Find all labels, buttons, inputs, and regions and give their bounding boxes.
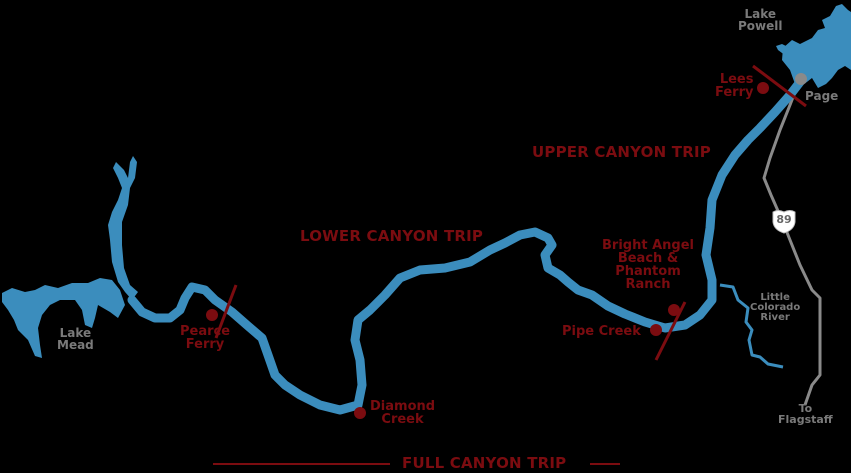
upper-canyon-trip-label: UPPER CANYON TRIP [532,143,711,161]
lake-mead-basin [2,278,125,358]
lake-powell-label: Lake Powell [738,7,783,33]
diamond-creek-marker[interactable] [354,407,366,419]
lees-ferry-marker[interactable] [757,82,769,94]
lake-mead [108,156,138,300]
highway-89-road [762,78,822,406]
pearce-ferry-marker[interactable] [206,309,218,321]
bright-angel-label: Bright Angel Beach & Phantom Ranch [602,238,694,292]
page-label: Page [805,89,839,103]
little-colorado-river [719,283,784,369]
pipe-creek-marker[interactable] [650,324,662,336]
pearce-ferry-cutline [214,284,238,339]
highway-89-number: 89 [776,213,792,226]
little-colorado-river-label: Little Colorado River [750,292,801,323]
lake-powell-arm [776,44,790,56]
lake-powell [782,4,851,88]
lake-mead-label: Lake Mead [57,326,94,352]
bright-angel-marker[interactable] [668,304,680,316]
pipe-creek-label: Pipe Creek [562,324,641,339]
phantom-ranch-cutline [654,301,687,361]
colorado-river [127,77,805,415]
flagstaff-label: To Flagstaff [778,402,833,426]
lees-ferry-label: Lees Ferry [715,72,754,100]
lower-canyon-trip-label: LOWER CANYON TRIP [300,227,484,245]
full-canyon-trip-label: FULL CANYON TRIP [402,454,567,472]
pearce-ferry-label: Pearce Ferry [180,324,231,352]
us-highway-shield-icon [772,210,796,234]
diamond-creek-label: Diamond Creek [370,399,436,427]
lees-ferry-cutline [752,64,807,108]
page-marker[interactable] [795,73,807,85]
